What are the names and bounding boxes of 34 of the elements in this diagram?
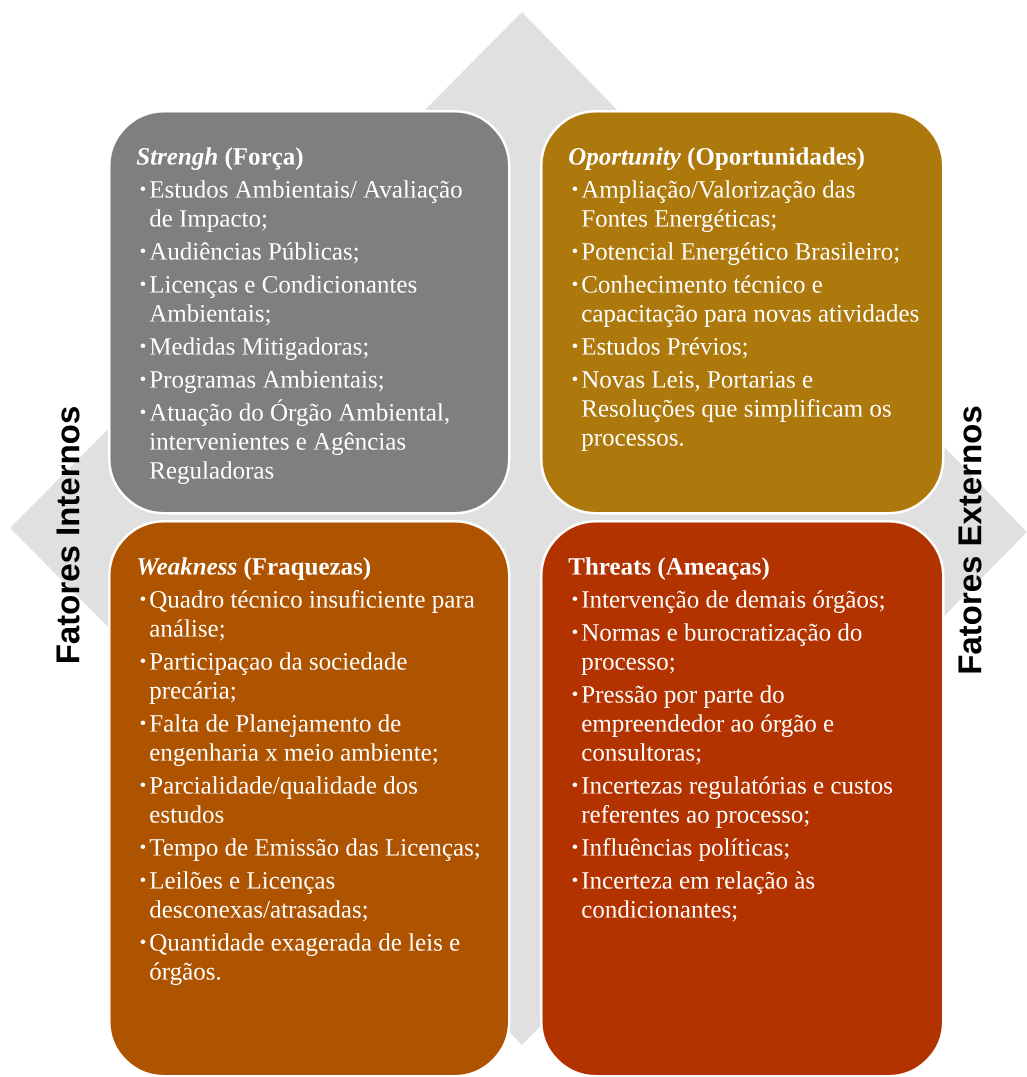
quadrant-box: [540, 520, 945, 1077]
bullet-item: Tempo de Emissão das Licenças;: [149, 838, 479, 861]
bullet-item: Licenças e Condicionantes Ambientais;: [149, 275, 417, 326]
bullet-item: Incerteza em relação às condicionantes;: [582, 871, 815, 922]
bullet-item: Participaçao da sociedade precária;: [149, 652, 407, 704]
bullet-item: Intervenção de demais órgãos;: [582, 590, 884, 613]
bullet-item: Normas e burocratização do processo;: [581, 623, 862, 675]
quadrant-box: [108, 520, 511, 1077]
bullet-item: Medidas Mitigadoras;: [149, 337, 368, 360]
quadrant-box: [540, 110, 945, 515]
bullet-item: Quantidade exagerada de leis e órgãos.: [150, 933, 460, 985]
side-label: Fatores Internos: [56, 407, 80, 663]
side-label: Fatores Externos: [958, 406, 982, 673]
bullet-item: Audiências Públicas;: [149, 242, 358, 264]
bullet-item: Estudos Prévios;: [581, 337, 747, 359]
quadrant-box: [108, 110, 511, 515]
bullet-item: Pressão por parte do empreendedor ao órgão e consultoras;: [581, 685, 834, 765]
bullet-item: Conhecimento técnico e capacitação para novas atividades: [582, 275, 919, 327]
bullet-item: Quadro técnico insuficiente para análise;: [150, 590, 475, 641]
heading: Strengh (Força): [136, 147, 303, 170]
bullet-item: Leilões e Licenças desconexas/atrasadas;: [149, 871, 367, 922]
bullet-item: Estudos Ambientais/ Avaliação de Impacto;: [149, 180, 462, 232]
bullet-item: Influências políticas;: [582, 838, 789, 861]
bullet-item: Atuação do Órgão Ambiental, intervenientes e Agências Reguladoras: [149, 399, 449, 484]
bullet-item: Potencial Energético Brasileiro;: [581, 242, 899, 265]
heading: Weakness (Fraquezas): [137, 557, 371, 580]
bullet-item: Incertezas regulatórias e custos referentes ao processo;: [581, 776, 893, 828]
bullet-item: Parcialidade/qualidade dos estudos: [149, 776, 418, 823]
bullet-item: Programas Ambientais;: [149, 370, 383, 393]
heading: Oportunity (Oportunidades): [569, 147, 864, 170]
heading: Threats (Ameaças): [568, 557, 769, 580]
bullet-item: Ampliação/Valorização das Fontes Energéticas;: [581, 180, 855, 232]
bullet-item: Falta de Planejamento de engenharia x meio ambiente;: [149, 714, 437, 766]
bullet-item: Novas Leis, Portarias e Resoluções que simplificam os processos.: [581, 371, 891, 451]
